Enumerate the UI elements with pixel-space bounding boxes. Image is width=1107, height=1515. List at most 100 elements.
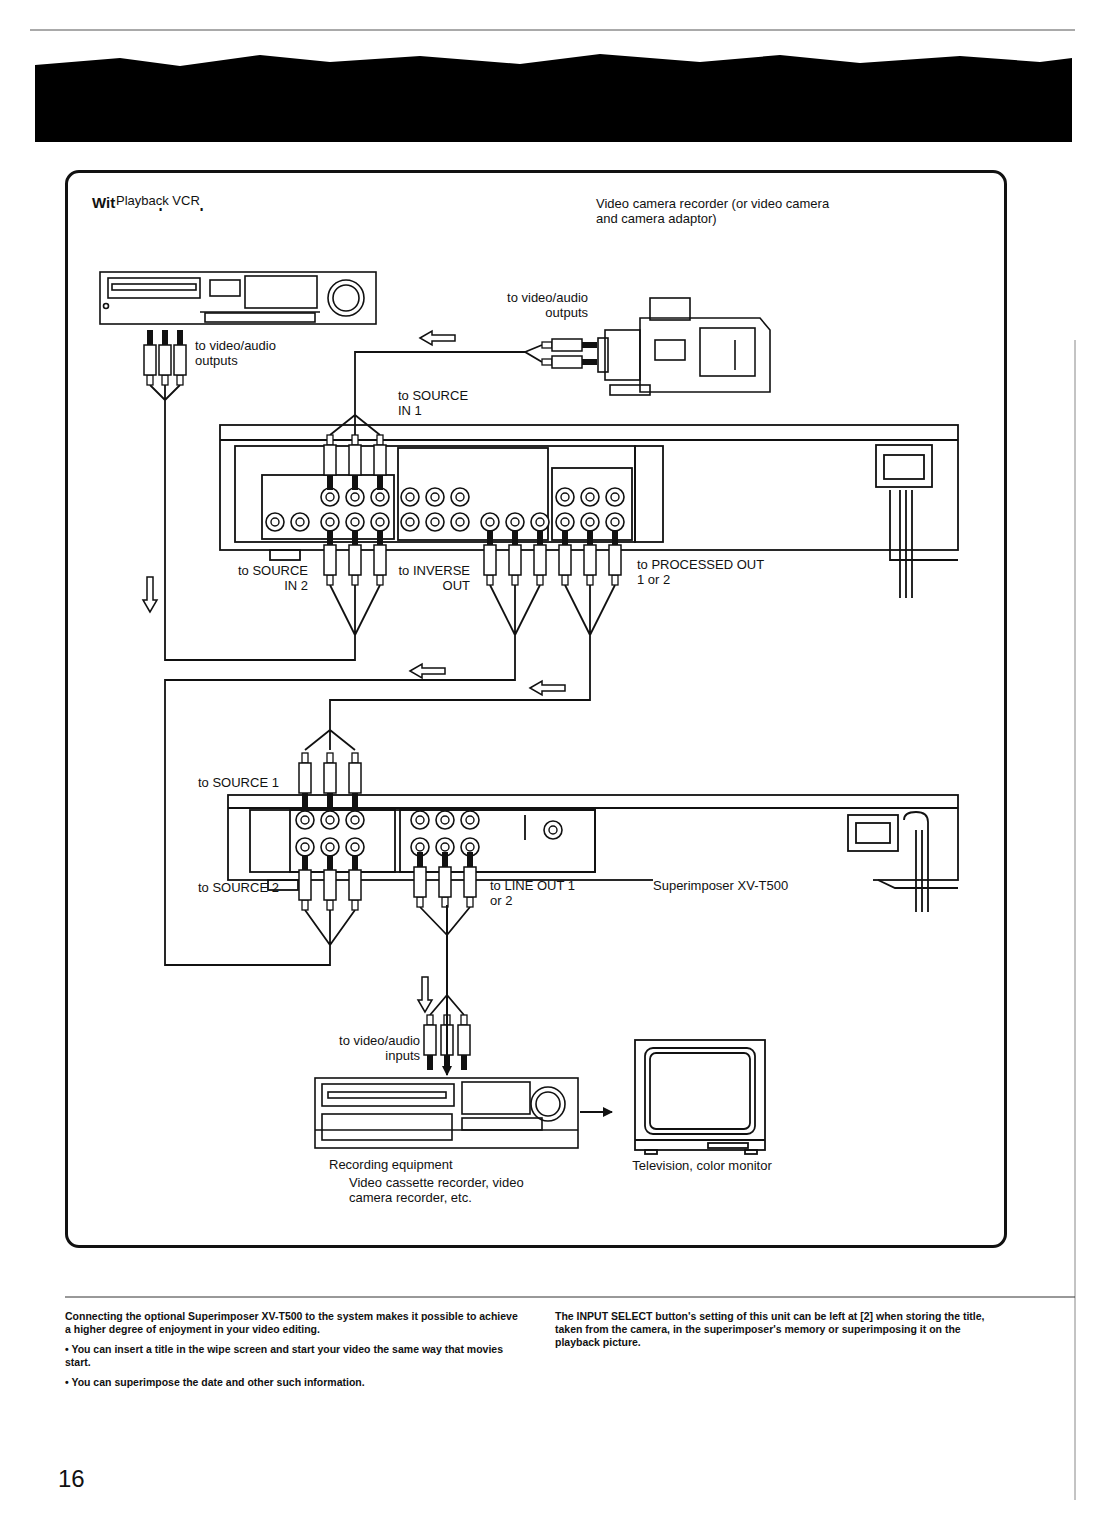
jack — [441, 816, 449, 824]
rca-plug — [414, 852, 426, 907]
device-caption: Video camera recorder (or video camera a… — [588, 188, 888, 398]
jack — [271, 518, 279, 526]
device-name: Video camera recorder (or video camera a… — [596, 196, 846, 226]
jack — [351, 843, 359, 851]
rca-plug — [299, 855, 311, 910]
rule — [65, 1297, 1075, 1298]
jack — [351, 493, 359, 501]
jack — [321, 811, 339, 829]
jack — [266, 513, 284, 531]
device-caption: Recording equipmentVideo cassette record… — [315, 1075, 580, 1215]
rule — [30, 30, 1075, 31]
video-camera — [598, 298, 770, 395]
jack — [531, 513, 549, 531]
jack — [416, 816, 424, 824]
jack — [549, 826, 557, 834]
device-caption: Playback VCR — [100, 185, 380, 330]
rca-plug — [324, 855, 336, 910]
jack — [436, 811, 454, 829]
jack — [296, 811, 314, 829]
device-name: Recording equipment — [329, 1157, 569, 1172]
jack — [586, 518, 594, 526]
jack — [301, 816, 309, 824]
jack — [456, 493, 464, 501]
rca-plug — [542, 339, 597, 351]
jack — [346, 811, 364, 829]
jack — [291, 513, 309, 531]
jack — [321, 513, 339, 531]
device-caption: Superimposer XV-T500 — [228, 790, 958, 905]
direction-arrow — [418, 977, 432, 1012]
rca-plug — [464, 852, 476, 907]
rca-plug — [439, 852, 451, 907]
jack — [561, 493, 569, 501]
rca-plug — [509, 530, 521, 585]
rca-plug — [159, 330, 171, 385]
jack — [346, 488, 364, 506]
device-note: Video cassette recorder, video camera re… — [349, 1175, 549, 1205]
jack — [371, 513, 389, 531]
rca-plug — [424, 1015, 436, 1070]
jack — [301, 843, 309, 851]
jack — [411, 811, 429, 829]
jack — [351, 816, 359, 824]
note-text: The INPUT SELECT button's setting of thi… — [555, 1310, 1005, 1349]
jack — [406, 493, 414, 501]
jack — [426, 488, 444, 506]
jack — [556, 513, 574, 531]
rca-plug — [584, 530, 596, 585]
rca-plug — [174, 330, 186, 385]
port-label: to SOURCE IN 1 — [398, 388, 478, 418]
direction-arrow — [410, 664, 445, 678]
jack — [544, 821, 562, 839]
jack — [326, 816, 334, 824]
rca-plug — [324, 435, 336, 490]
jack — [406, 518, 414, 526]
rca-plug — [349, 753, 361, 808]
port-label: to video/audio outputs — [195, 338, 295, 368]
jack — [376, 518, 384, 526]
jack — [346, 513, 364, 531]
rca-plug — [144, 330, 156, 385]
port-label: to INVERSE OUT — [390, 563, 470, 593]
jack — [296, 518, 304, 526]
jack — [511, 518, 519, 526]
jack — [561, 518, 569, 526]
note-text: • You can superimpose the date and other… — [65, 1376, 525, 1389]
port-label: to SOURCE 1 — [198, 775, 298, 790]
device-name: Playback VCR — [116, 193, 336, 208]
rca-plug — [374, 530, 386, 585]
jack — [321, 488, 339, 506]
jack — [536, 518, 544, 526]
jack — [371, 488, 389, 506]
rca-plug — [349, 435, 361, 490]
jack — [581, 513, 599, 531]
jack — [346, 838, 364, 856]
jack — [376, 493, 384, 501]
jack — [326, 518, 334, 526]
cables — [150, 345, 615, 1015]
rca-plug — [534, 530, 546, 585]
port-label: to SOURCE 2 — [198, 880, 298, 895]
device-name: Superimposer XV-T500 — [653, 878, 873, 893]
rca-plug — [609, 530, 621, 585]
note-text: • You can insert a title in the wipe scr… — [65, 1343, 525, 1369]
note-text: Connecting the optional Superimposer XV-… — [65, 1310, 525, 1336]
jack — [326, 493, 334, 501]
jack — [611, 493, 619, 501]
cable-connector — [446, 905, 448, 1075]
direction-arrow — [530, 681, 565, 695]
jack — [506, 513, 524, 531]
jack — [556, 488, 574, 506]
jack — [401, 513, 419, 531]
jack — [581, 488, 599, 506]
television — [635, 1040, 765, 1154]
jack — [296, 838, 314, 856]
jack — [611, 518, 619, 526]
rca-plug — [299, 753, 311, 808]
port-label: to video/audio outputs — [470, 290, 588, 320]
jack — [321, 838, 339, 856]
rca-plug — [374, 435, 386, 490]
